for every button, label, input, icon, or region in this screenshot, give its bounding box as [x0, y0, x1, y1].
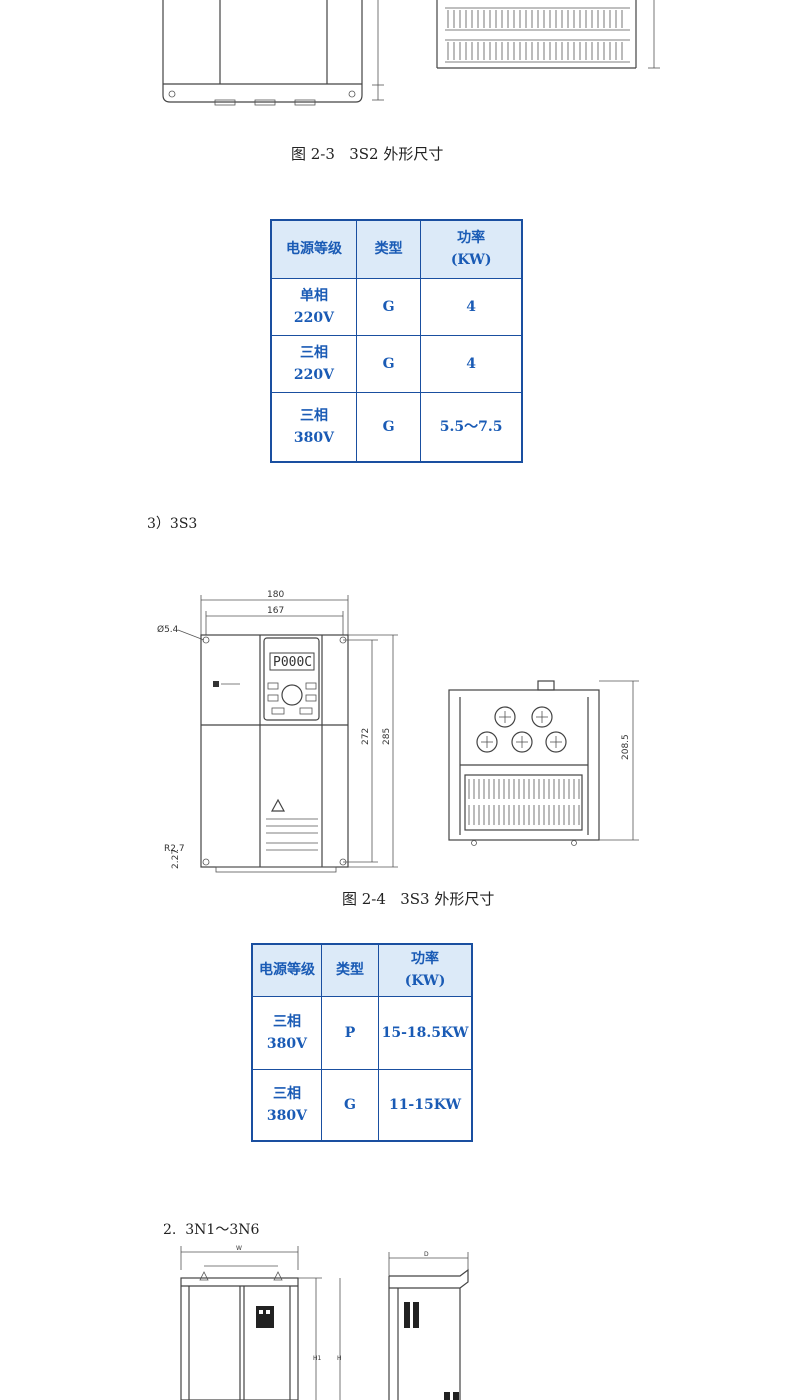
- cell-type: G: [320, 1068, 380, 1142]
- header-power-level: 电源等级: [270, 219, 357, 279]
- fig-3s3-drawing: 180 167 Ø5.4 P000C: [157, 590, 639, 873]
- dim-width-outer: 180: [267, 590, 284, 600]
- cell-power-level: 单相 220V: [293, 287, 334, 326]
- width-dimensions: 180 167 Ø5.4: [157, 590, 349, 641]
- height-dimensions: 272 285: [343, 634, 398, 868]
- cell-type: G: [355, 277, 422, 336]
- cell-power-level: 三相 380V: [266, 1085, 308, 1124]
- fig-3s2-drawing: [162, 0, 660, 106]
- fig-3s3-caption: 图 2-4 3S3 外形尺寸: [342, 890, 495, 908]
- section-heading-3s3: 3）3S3: [147, 516, 198, 532]
- header-power: 功率 (KW): [378, 943, 473, 997]
- dim-radius: R2.7: [164, 844, 185, 854]
- dim-width-inner: 167: [267, 606, 284, 616]
- dim-d: D: [424, 1251, 429, 1258]
- dim-hole: Ø5.4: [157, 624, 179, 635]
- header-type: 类型: [320, 943, 380, 997]
- fig-3s2-caption: 图 2-3 3S2 外形尺寸: [291, 145, 444, 163]
- cell-type: P: [320, 995, 380, 1070]
- header-power: 功率 (KW): [420, 219, 523, 279]
- header-type: 类型: [355, 219, 422, 279]
- front-view-partial: [162, 0, 384, 106]
- cell-power: 4: [420, 277, 523, 336]
- table-row: 三相 220V G 4: [270, 334, 523, 393]
- section-heading-3n: 2. 3N1～3N6: [163, 1222, 260, 1238]
- cell-type: G: [355, 391, 422, 463]
- table-row: 单相 220V G 4: [270, 277, 523, 336]
- dim-w: W: [236, 1245, 242, 1252]
- keypad-display: P000C: [273, 655, 312, 670]
- table-row: 三相 380V G 5.5～7.5: [270, 391, 523, 463]
- header-power-level: 电源等级: [251, 943, 322, 997]
- cell-power: 4: [420, 334, 523, 393]
- cell-power: 11-15KW: [378, 1068, 473, 1142]
- front-view-3n: W H1 H: [180, 1245, 342, 1400]
- cell-power-level: 三相 380V: [293, 407, 334, 446]
- fig-3n-drawing: W H1 H D: [180, 1245, 469, 1400]
- front-view: P000C R2.7 2.27: [164, 634, 349, 873]
- dim-offset: 2.27: [171, 849, 181, 869]
- cell-power-level: 三相 220V: [293, 344, 334, 383]
- side-view-partial: [436, 0, 660, 69]
- spec-table-3s3: 电源等级 类型 功率 (KW) 三相 380V P 15-18.5KW 三相 3…: [251, 943, 473, 1142]
- cell-power: 5.5～7.5: [420, 391, 523, 463]
- dim-height-outer: 285: [382, 728, 392, 745]
- table-row: 三相 380V P 15-18.5KW: [251, 995, 473, 1070]
- cell-type: G: [355, 334, 422, 393]
- dim-h: H: [337, 1355, 342, 1362]
- dim-height-inner: 272: [361, 728, 371, 745]
- dim-depth: 208.5: [621, 734, 631, 760]
- cell-power: 15-18.5KW: [378, 995, 473, 1070]
- side-view-3n: D: [388, 1251, 469, 1400]
- dim-h1: H1: [313, 1355, 322, 1362]
- table-row: 三相 380V G 11-15KW: [251, 1068, 473, 1142]
- spec-table-3s2: 电源等级 类型 功率 (KW) 单相 220V G 4 三相 220V G 4 …: [270, 219, 523, 463]
- bottom-view: 208.5: [448, 680, 639, 846]
- cell-power-level: 三相 380V: [266, 1013, 308, 1052]
